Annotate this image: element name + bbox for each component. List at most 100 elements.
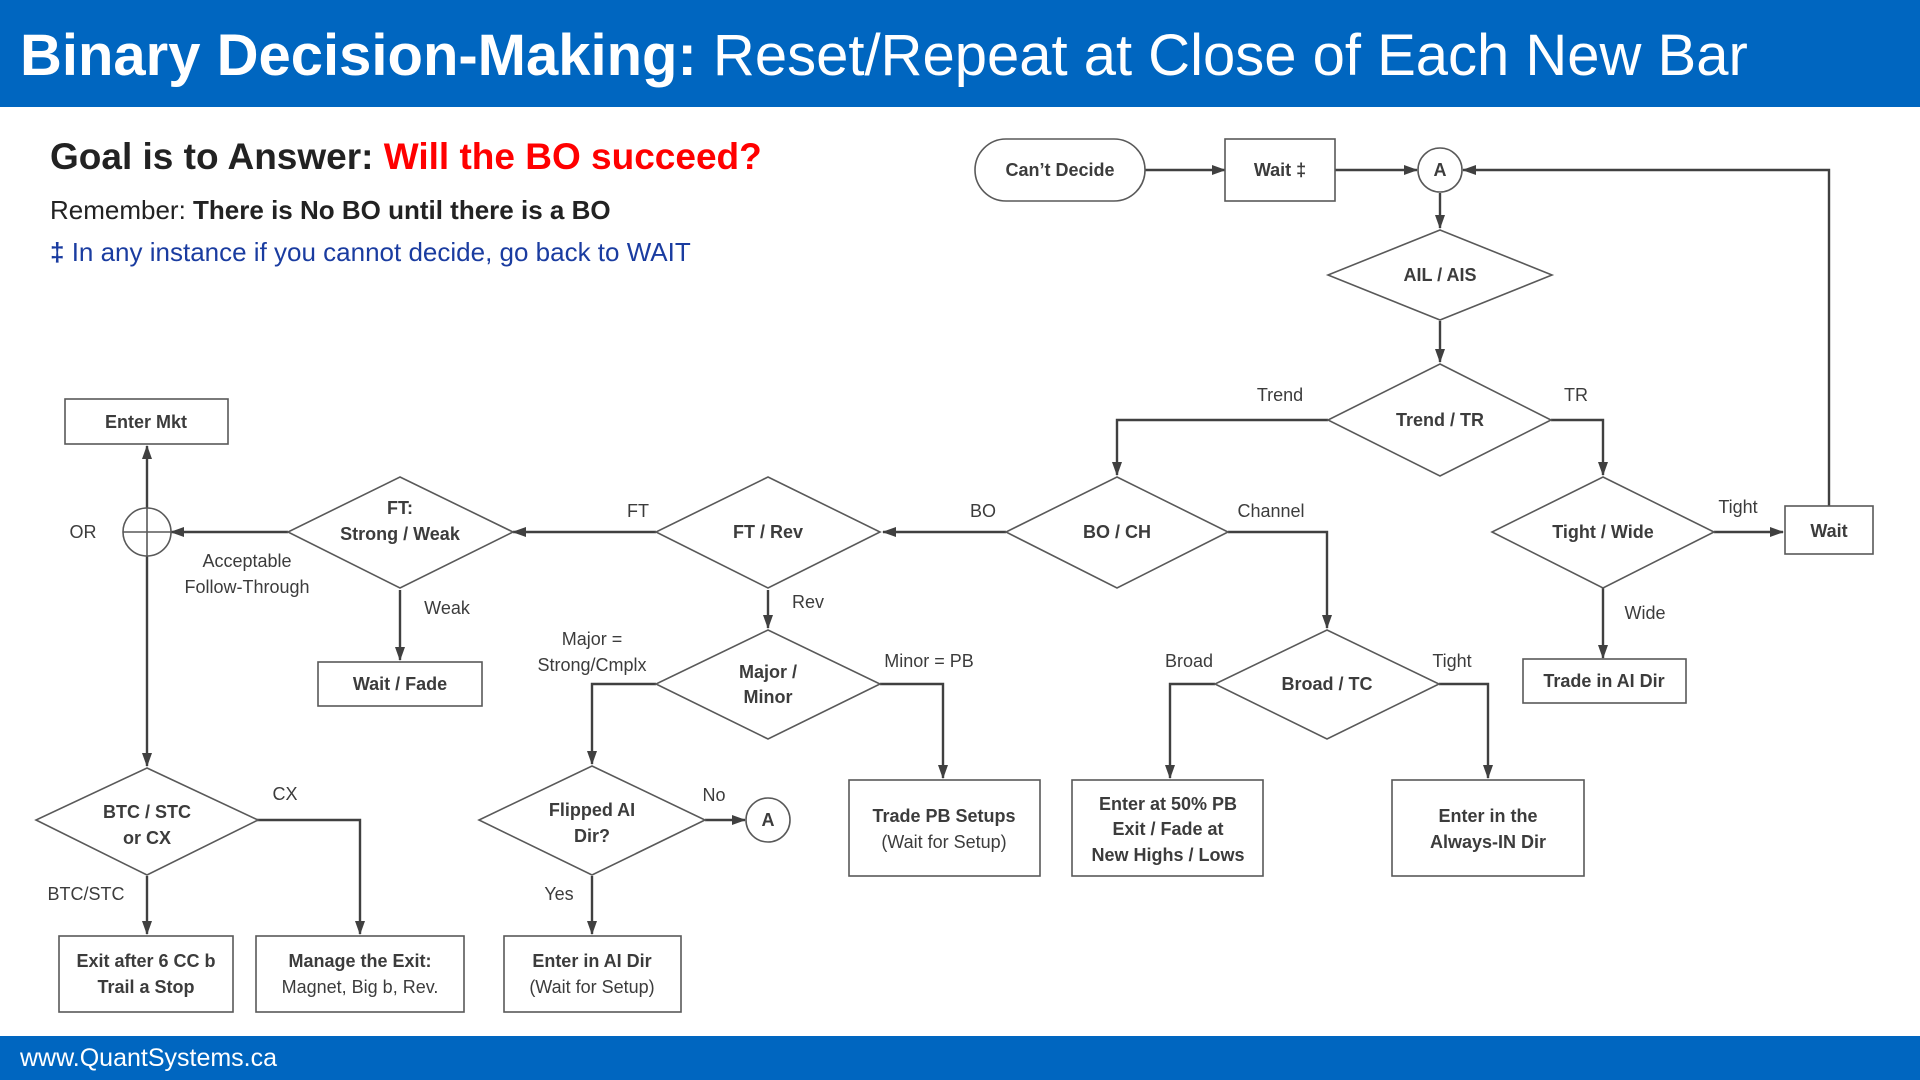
- remember-line: Remember: There is No BO until there is …: [50, 195, 611, 226]
- remember-text: There is No BO until there is a BO: [193, 195, 611, 225]
- edge-label-cx: CX: [272, 784, 297, 804]
- decision-ft-strong-weak: FT: Strong / Weak: [286, 476, 515, 589]
- node-wait-top: Wait ‡: [1224, 138, 1336, 202]
- page-title: Binary Decision-Making: Reset/Repeat at …: [20, 0, 1748, 107]
- node-enter-mkt-label: Enter Mkt: [105, 412, 187, 432]
- edge-label-trend: Trend: [1257, 385, 1303, 405]
- node-enter-50-pb-line2: Exit / Fade at: [1112, 819, 1223, 839]
- edge-label-tr: TR: [1564, 385, 1588, 405]
- decision-flipped-ai-dir-line1: Flipped AI: [549, 800, 635, 820]
- node-wait-top-label: Wait ‡: [1254, 160, 1306, 180]
- node-cant-decide-label: Can’t Decide: [1005, 160, 1114, 180]
- node-exit-after-6cc-line1: Exit after 6 CC b: [76, 951, 215, 971]
- connector-a-top-label: A: [1434, 160, 1447, 180]
- edge-broad-to-enter50: [1165, 682, 1215, 779]
- node-enter-always-in-line1: Enter in the: [1438, 806, 1537, 826]
- node-enter-50-pb: Enter at 50% PB Exit / Fade at New Highs…: [1071, 779, 1264, 877]
- node-enter-50-pb-line3: New Highs / Lows: [1091, 845, 1244, 865]
- decision-major-minor-line2: Minor: [744, 687, 793, 707]
- edge-label-yes: Yes: [544, 884, 573, 904]
- connector-a-no-label: A: [762, 810, 775, 830]
- dagger-symbol: ‡: [50, 237, 65, 267]
- goal-line: Goal is to Answer: Will the BO succeed?: [50, 136, 762, 178]
- decision-btc-stc-cx-line1: BTC / STC: [103, 802, 191, 822]
- node-trade-pb-setups-line2: (Wait for Setup): [881, 832, 1006, 852]
- remember-prefix: Remember:: [50, 195, 194, 225]
- node-exit-after-6cc: Exit after 6 CC b Trail a Stop: [58, 935, 234, 1013]
- node-exit-after-6cc-line2: Trail a Stop: [97, 977, 194, 997]
- decision-trend-tr-label: Trend / TR: [1396, 410, 1484, 430]
- node-wait-fade: Wait / Fade: [317, 661, 483, 707]
- footer-url: www.QuantSystems.ca: [20, 1044, 278, 1072]
- decision-bo-ch-label: BO / CH: [1083, 522, 1151, 542]
- node-enter-50-pb-line1: Enter at 50% PB: [1099, 794, 1237, 814]
- edge-label-weak: Weak: [424, 598, 471, 618]
- header-bar: Binary Decision-Making: Reset/Repeat at …: [0, 0, 1920, 107]
- decision-ft-strong-weak-line1: FT:: [387, 498, 413, 518]
- edge-label-tight-right: Tight: [1718, 497, 1757, 517]
- edge-label-btc-stc: BTC/STC: [47, 884, 124, 904]
- decision-tight-wide-label: Tight / Wide: [1552, 522, 1654, 542]
- page-title-bold: Binary Decision-Making:: [20, 23, 697, 88]
- edge-label-major-line1: Major =: [562, 629, 623, 649]
- node-cant-decide: Can’t Decide: [974, 138, 1146, 202]
- goal-prefix: Goal is to Answer:: [50, 136, 384, 177]
- edge-minor-to-tradepb: [880, 682, 948, 779]
- edge-label-acceptable-line1: Acceptable: [202, 551, 291, 571]
- edge-label-wide: Wide: [1624, 603, 1665, 623]
- edge-trend-to-bo: [1112, 418, 1328, 476]
- node-enter-ai-dir-line1: Enter in AI Dir: [532, 951, 651, 971]
- decision-ft-rev: FT / Rev: [654, 476, 882, 589]
- decision-ft-strong-weak-line2: Strong / Weak: [340, 524, 461, 544]
- goal-question: Will the BO succeed?: [383, 136, 762, 177]
- edge-label-minor: Minor = PB: [884, 651, 974, 671]
- wait-note-text: In any instance if you cannot decide, go…: [64, 237, 691, 267]
- decision-btc-stc-cx: BTC / STC or CX: [34, 767, 260, 876]
- edge-label-rev: Rev: [792, 592, 824, 612]
- connector-a-no: A: [745, 797, 791, 843]
- decision-broad-tc-label: Broad / TC: [1281, 674, 1372, 694]
- edge-label-tight-tc: Tight: [1432, 651, 1471, 671]
- decision-broad-tc: Broad / TC: [1213, 629, 1441, 740]
- node-wait-right: Wait: [1784, 505, 1874, 555]
- node-enter-ai-dir: Enter in AI Dir (Wait for Setup): [503, 935, 682, 1013]
- edge-label-or: OR: [70, 522, 97, 542]
- edge-tr-to-tightwide: [1551, 418, 1608, 476]
- decision-major-minor: Major / Minor: [654, 629, 882, 740]
- edge-cx-to-manage: [257, 818, 365, 935]
- decision-ail-ais-label: AIL / AIS: [1403, 265, 1476, 285]
- edge-label-no: No: [702, 785, 725, 805]
- node-enter-ai-dir-line2: (Wait for Setup): [529, 977, 654, 997]
- decision-btc-stc-cx-line2: or CX: [123, 828, 171, 848]
- node-enter-mkt: Enter Mkt: [64, 398, 229, 445]
- edge-label-major-line2: Strong/Cmplx: [537, 655, 646, 675]
- edge-label-channel: Channel: [1237, 501, 1304, 521]
- edge-label-broad: Broad: [1165, 651, 1213, 671]
- node-manage-exit-line1: Manage the Exit:: [288, 951, 431, 971]
- decision-flipped-ai-dir-line2: Dir?: [574, 826, 610, 846]
- node-trade-ai-dir-label: Trade in AI Dir: [1543, 671, 1664, 691]
- edge-label-acceptable-line2: Follow-Through: [184, 577, 309, 597]
- decision-flipped-ai-dir: Flipped AI Dir?: [477, 765, 707, 876]
- node-enter-always-in: Enter in the Always-IN Dir: [1391, 779, 1585, 877]
- decision-ft-rev-label: FT / Rev: [733, 522, 803, 542]
- node-manage-exit: Manage the Exit: Magnet, Big b, Rev.: [255, 935, 465, 1013]
- edge-major-to-flipped: [587, 682, 656, 765]
- edge-label-bo: BO: [970, 501, 996, 521]
- node-enter-always-in-line2: Always-IN Dir: [1430, 832, 1546, 852]
- decision-trend-tr: Trend / TR: [1326, 363, 1553, 477]
- decision-bo-ch: BO / CH: [1004, 476, 1230, 589]
- connector-lines: [142, 165, 1831, 935]
- node-trade-pb-setups-line1: Trade PB Setups: [872, 806, 1015, 826]
- node-wait-right-label: Wait: [1810, 521, 1847, 541]
- decision-ail-ais: AIL / AIS: [1325, 229, 1555, 321]
- decision-tight-wide: Tight / Wide: [1490, 476, 1716, 589]
- edge-label-ft: FT: [627, 501, 649, 521]
- edge-tighttc-to-alwaysin: [1439, 682, 1493, 779]
- or-junction: [122, 507, 172, 557]
- node-wait-fade-label: Wait / Fade: [353, 674, 447, 694]
- footer-bar: www.QuantSystems.ca: [0, 1036, 1920, 1080]
- edge-wait-loop-to-a: [1462, 165, 1831, 506]
- page-title-rest: Reset/Repeat at Close of Each New Bar: [696, 23, 1748, 88]
